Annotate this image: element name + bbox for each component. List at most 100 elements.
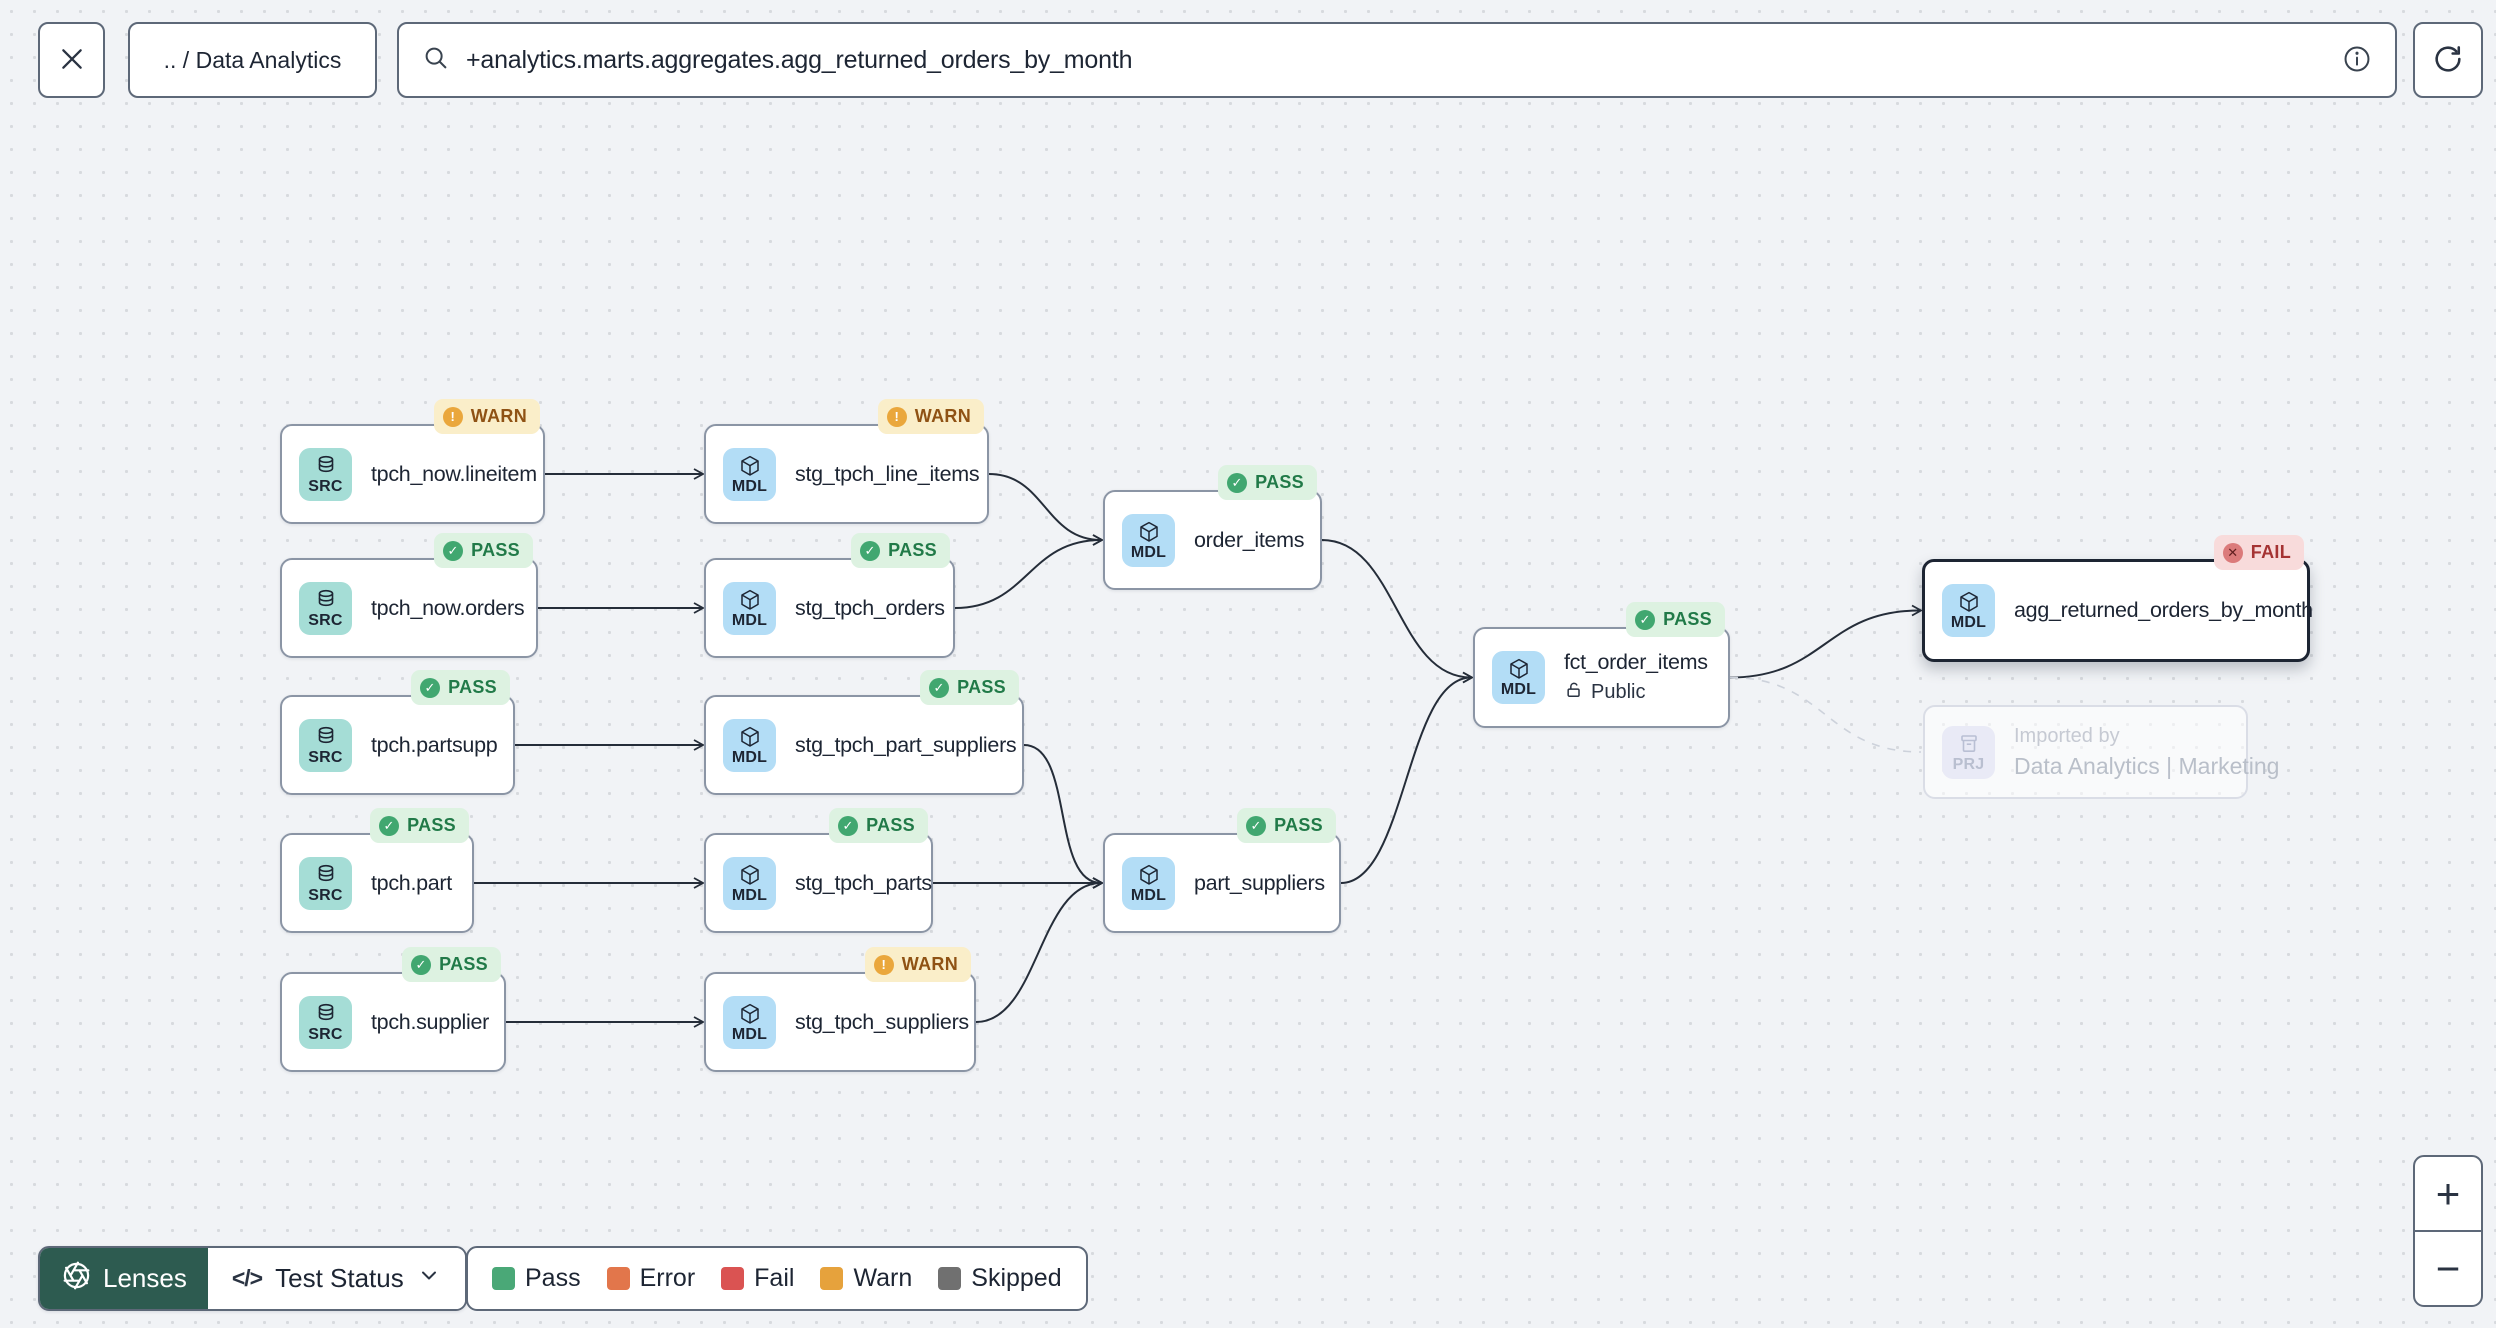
- test-status-dropdown[interactable]: </> Test Status: [207, 1248, 465, 1309]
- close-button[interactable]: [38, 22, 105, 98]
- legend-swatch: [938, 1267, 962, 1290]
- status-badge: ✓PASS: [411, 670, 510, 705]
- status-dot-icon: ✓: [443, 540, 464, 561]
- breadcrumb-label: .. / Data Analytics: [163, 46, 342, 73]
- node-tpch_part[interactable]: ✓PASS SRC tpch.part: [280, 808, 474, 933]
- status-label: PASS: [1255, 472, 1304, 492]
- node-type-label: MDL: [731, 748, 768, 766]
- node-sublabel: Imported by: [2014, 724, 2120, 747]
- status-badge: ✓PASS: [1626, 602, 1725, 637]
- info-button[interactable]: [2341, 43, 2373, 78]
- legend-item-fail: Fail: [721, 1264, 794, 1293]
- node-label: fct_order_items: [1564, 649, 1708, 674]
- refresh-icon: [2431, 42, 2465, 79]
- cube-icon: MDL: [723, 718, 776, 772]
- legend-swatch: [606, 1267, 630, 1290]
- node-tpch_now_orders[interactable]: ✓ PASS SRC tpch_now.orders: [280, 533, 538, 658]
- legend-label: Warn: [853, 1264, 913, 1292]
- status-label: PASS: [1274, 815, 1323, 835]
- status-label: PASS: [407, 815, 456, 835]
- zoom-out-button[interactable]: −: [2415, 1232, 2481, 1305]
- lens-toolbar: Lenses </> Test Status: [38, 1246, 467, 1311]
- status-dot-icon: !: [442, 406, 463, 427]
- status-label: WARN: [470, 406, 527, 426]
- status-badge: ✕ FAIL: [2213, 535, 2304, 570]
- node-label: Data Analytics | Marketing: [2014, 752, 2280, 779]
- node-label: stg_tpch_suppliers: [795, 1009, 969, 1034]
- status-badge: ✓PASS: [402, 947, 501, 982]
- node-type-label: PRJ: [1952, 755, 1985, 773]
- edge: [1023, 744, 1104, 889]
- node-label: tpch_now.lineitem: [371, 461, 537, 486]
- legend-label: Pass: [525, 1264, 581, 1292]
- node-type-label: SRC: [308, 748, 343, 766]
- node-type-label: MDL: [731, 886, 768, 904]
- aperture-icon: [61, 1260, 92, 1298]
- status-label: PASS: [866, 815, 915, 835]
- node-label: tpch.part: [371, 870, 452, 895]
- node-part_suppliers[interactable]: ✓ PASS MDL part_suppliers: [1103, 808, 1341, 933]
- node-label: tpch.supplier: [371, 1009, 490, 1034]
- node-label: stg_tpch_orders: [795, 595, 945, 620]
- status-dot-icon: ✓: [1635, 609, 1656, 630]
- status-label: FAIL: [2250, 542, 2291, 562]
- database-icon: SRC: [299, 856, 352, 910]
- edge: [954, 534, 1104, 609]
- status-dot-icon: ✓: [1246, 815, 1267, 836]
- edge: [1729, 604, 1923, 679]
- breadcrumb[interactable]: .. / Data Analytics: [128, 22, 377, 98]
- node-type-label: MDL: [731, 477, 768, 495]
- edge-dashed: [1729, 676, 1922, 753]
- status-label: PASS: [448, 677, 497, 697]
- node-label: part_suppliers: [1194, 870, 1325, 895]
- status-badge: ✓PASS: [370, 808, 469, 843]
- test-status-label: Test Status: [275, 1263, 404, 1293]
- status-dot-icon: ✓: [929, 677, 950, 698]
- node-type-label: MDL: [1500, 681, 1537, 698]
- search-input[interactable]: [466, 45, 2326, 75]
- lenses-label: Lenses: [103, 1263, 187, 1293]
- cube-icon: MDL: [1942, 584, 1995, 637]
- node-label: tpch_now.orders: [371, 595, 525, 620]
- zoom-control: + −: [2413, 1155, 2483, 1307]
- legend-item-warn: Warn: [820, 1264, 912, 1293]
- node-label: agg_returned_orders_by_month: [2014, 598, 2313, 622]
- legend-label: Skipped: [971, 1264, 1062, 1292]
- node-type-label: MDL: [1950, 614, 1987, 631]
- zoom-in-button[interactable]: +: [2415, 1157, 2481, 1232]
- node-access-label: Public: [1591, 681, 1646, 703]
- node-agg_returned_orders_by_month[interactable]: ✕ FAIL MDL agg_returned_orders_by_month: [1922, 535, 2313, 662]
- info-icon: [2341, 43, 2373, 78]
- node-imported_by[interactable]: PRJ Imported by Data Analytics | Marketing: [1923, 705, 2280, 799]
- lenses-button[interactable]: Lenses: [40, 1248, 208, 1309]
- cube-icon: MDL: [1122, 513, 1175, 567]
- legend-label: Error: [639, 1264, 696, 1292]
- node-access: Public: [1564, 680, 1708, 706]
- node-type-label: SRC: [308, 886, 343, 904]
- status-dot-icon: ✕: [2222, 542, 2243, 563]
- refresh-button[interactable]: [2413, 22, 2483, 98]
- status-label: PASS: [471, 540, 520, 560]
- cube-icon: MDL: [723, 995, 776, 1049]
- edge: [988, 473, 1104, 546]
- node-type-label: MDL: [1130, 886, 1167, 904]
- status-badge: ✓ PASS: [1218, 465, 1317, 500]
- cube-icon: MDL: [723, 856, 776, 910]
- test-status-legend: Pass Error Fail Warn Skipped: [466, 1246, 1088, 1311]
- status-dot-icon: ✓: [1227, 472, 1248, 493]
- database-icon: SRC: [299, 718, 352, 772]
- search-bar[interactable]: [397, 22, 2397, 98]
- node-type-label: SRC: [308, 611, 343, 629]
- node-type-label: MDL: [1130, 543, 1167, 561]
